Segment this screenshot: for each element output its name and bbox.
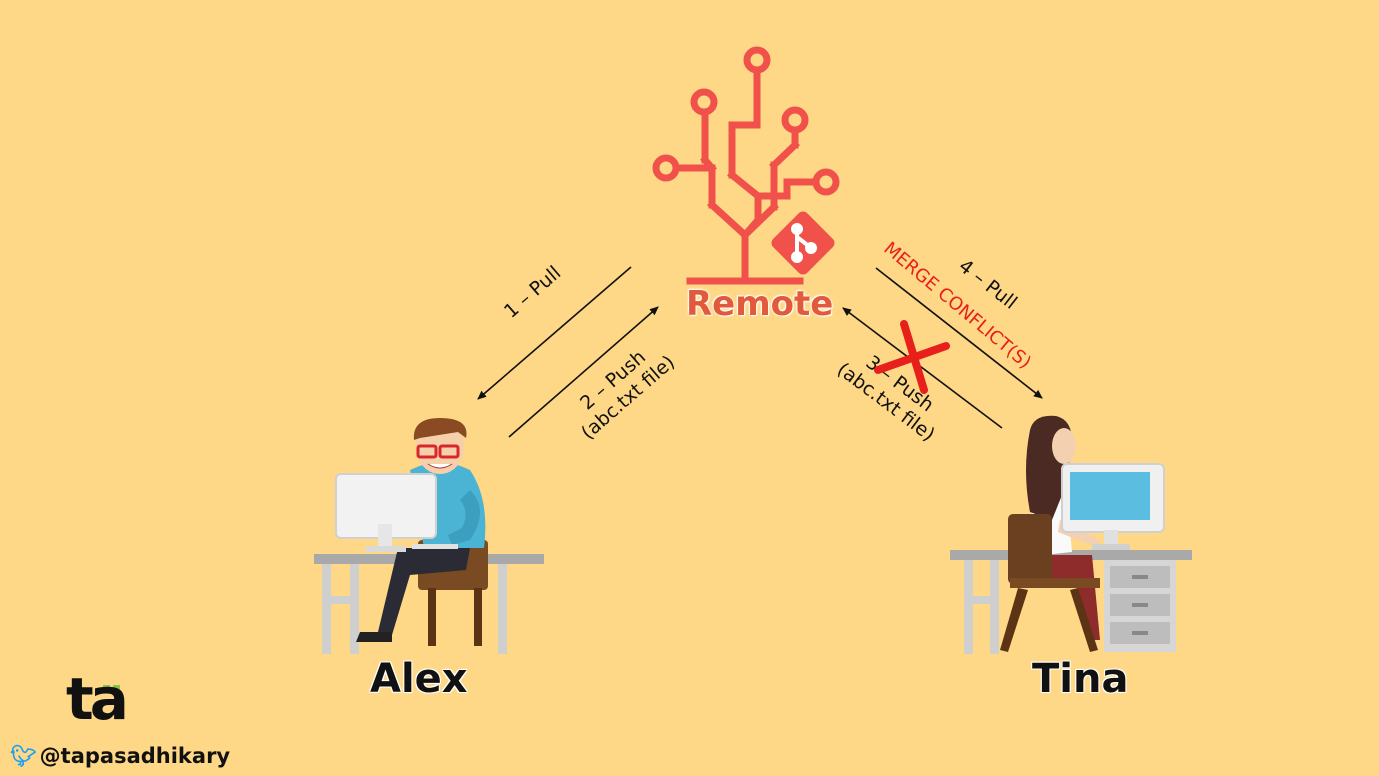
remote-label: Remote bbox=[686, 284, 834, 324]
twitter-handle-text: @tapasadhikary bbox=[39, 744, 231, 768]
alex-name: Alex bbox=[370, 656, 468, 702]
arrow-2-push bbox=[508, 306, 659, 438]
tina-name: Tina bbox=[1032, 656, 1129, 702]
alex-illustration bbox=[314, 418, 544, 654]
git-tree-icon bbox=[652, 46, 840, 285]
arrow-3-push bbox=[842, 307, 1003, 429]
twitter-handle[interactable]: 🐦︎@tapasadhikary bbox=[10, 744, 230, 769]
git-logo-icon bbox=[771, 211, 835, 275]
arrow-1-pull bbox=[477, 266, 632, 400]
twitter-icon: 🐦︎ bbox=[10, 744, 37, 768]
cross-icon bbox=[874, 320, 950, 394]
tina-illustration bbox=[950, 415, 1192, 654]
arrow-4-pull bbox=[875, 267, 1043, 399]
tapas-logo-icon bbox=[103, 685, 120, 692]
logo-text: ta bbox=[66, 665, 129, 733]
